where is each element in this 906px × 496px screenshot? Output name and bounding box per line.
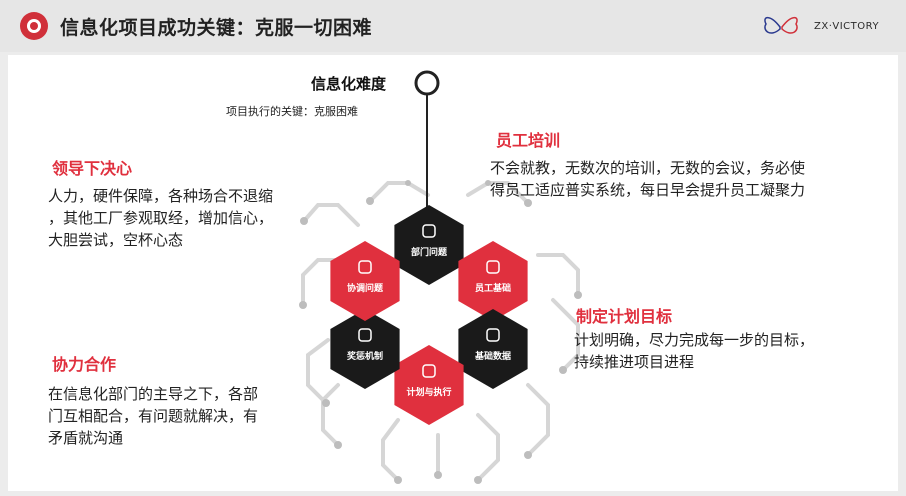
training-title: 员工培训 bbox=[496, 131, 561, 150]
leadership-body: 人力，硬件保障，各种场合不退缩 ，其他工厂参观取经，增加信心， 大胆尝试，空杯心… bbox=[48, 187, 274, 249]
hexagon-diagram bbox=[299, 70, 582, 484]
center-node-title: 信息化难度 bbox=[311, 75, 387, 93]
chat-bubble-icon bbox=[358, 260, 372, 274]
hexagon-4 bbox=[330, 309, 400, 389]
header-bar: 信息化项目成功关键：克服一切困难 ZX·VICTORY bbox=[0, 0, 906, 52]
content-panel: 部门问题员工基础基础数据计划与执行 奖惩机制 协调问题 信息化难度 项目执行的关键：… bbox=[8, 55, 898, 491]
excel-file-icon bbox=[486, 328, 500, 342]
target-icon bbox=[20, 12, 48, 40]
hexagon-0 bbox=[394, 205, 464, 285]
cycle-arrows-icon bbox=[486, 260, 500, 274]
hexagon-label: 员工基础 bbox=[474, 284, 511, 294]
hexagon-label: 计划与执行 bbox=[406, 388, 452, 398]
center-node-subtitle: 项目执行的关键：克服困难 bbox=[226, 105, 358, 118]
leadership-title: 领导下决心 bbox=[52, 159, 133, 178]
cooperation-title: 协力合作 bbox=[52, 355, 117, 374]
hexagon-label: 部门问题 bbox=[410, 248, 447, 258]
logo-text: ZX·VICTORY bbox=[814, 21, 880, 32]
circuit-node-dots bbox=[299, 180, 582, 484]
certificate-icon bbox=[358, 328, 372, 342]
hexagon-2 bbox=[458, 309, 528, 389]
planning-title: 制定计划目标 bbox=[576, 307, 673, 326]
cooperation-body: 在信息化部门的主导之下，各部 门互相配合，有问题就解决，有 矛盾就沟通 bbox=[48, 385, 259, 447]
chat-question-icon bbox=[422, 224, 436, 238]
hexagon-label: 奖惩机制 bbox=[346, 352, 383, 362]
page-title: 信息化项目成功关键：克服一切困难 bbox=[60, 17, 373, 39]
hexagon-label: 基础数据 bbox=[474, 352, 511, 362]
planning-body: 计划明确，尽力完成每一步的目标， 持续推进项目进程 bbox=[574, 331, 815, 371]
butterfly-logo-icon bbox=[764, 16, 798, 34]
hexagon-3 bbox=[394, 345, 464, 425]
hexagon-label: 协调问题 bbox=[346, 284, 383, 294]
stopwatch-icon bbox=[422, 364, 436, 378]
hexagon-5 bbox=[330, 241, 400, 321]
training-body: 不会就教，无数次的培训，无数的会议，务必使 得员工适应普实系统，每日早会提升员工… bbox=[490, 159, 806, 199]
hexagon-1 bbox=[458, 241, 528, 321]
center-node-ring bbox=[414, 70, 440, 96]
